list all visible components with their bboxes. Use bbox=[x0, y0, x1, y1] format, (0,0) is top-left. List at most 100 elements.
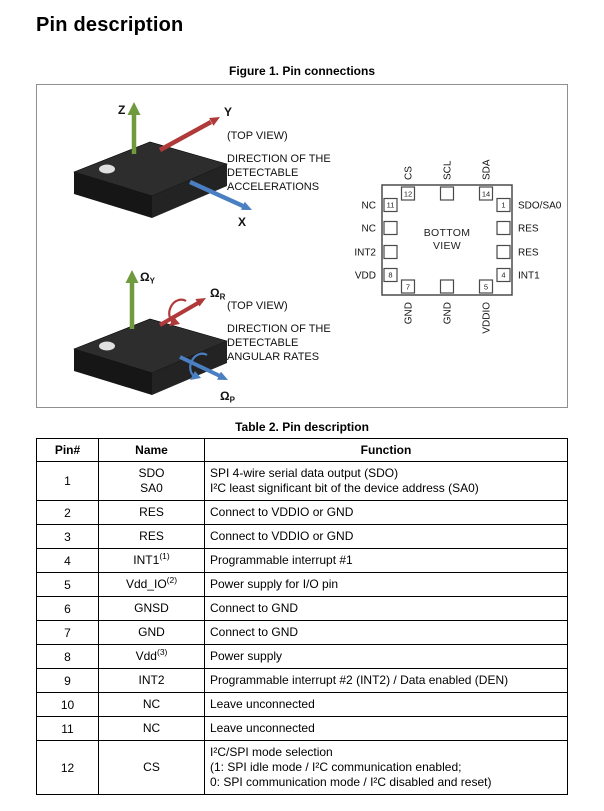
pin-function-cell: Power supply bbox=[204, 644, 568, 669]
pin-number-cell: 10 bbox=[36, 692, 99, 717]
figure-pin-connections: Z Y X (TOP VIEW) DIRECTION OF THE DETECT… bbox=[36, 84, 568, 408]
z-axis-label: Z bbox=[118, 103, 125, 117]
table-row: 7 GND Connect to GND bbox=[36, 620, 568, 645]
pin-label: INT2 bbox=[354, 248, 376, 259]
col-header-function: Function bbox=[204, 438, 568, 462]
table-header-row: Pin# Name Function bbox=[36, 438, 568, 462]
note-line: DETECTABLE bbox=[227, 167, 299, 179]
y-axis-arrow bbox=[158, 117, 220, 152]
note-line: DIRECTION OF THE bbox=[227, 323, 331, 335]
pin-pad bbox=[383, 197, 398, 213]
pin-number: 7 bbox=[406, 283, 410, 292]
col-header-pin: Pin# bbox=[36, 438, 99, 462]
pin-name-cell: RES bbox=[98, 500, 205, 525]
z-axis-arrow bbox=[127, 102, 141, 154]
pin-label: GND bbox=[404, 302, 415, 324]
pin1-marker bbox=[99, 164, 115, 174]
pin-name-text: RES bbox=[139, 505, 164, 519]
omega-r-label: ΩR bbox=[210, 286, 226, 302]
table-row: 10 NC Leave unconnected bbox=[36, 692, 568, 717]
gyro-direction-note: (TOP VIEW) DIRECTION OF THE DETECTABLE A… bbox=[227, 299, 331, 364]
x-axis-label: X bbox=[238, 215, 246, 229]
pin-number: 1 bbox=[501, 201, 505, 210]
pin-function-cell: Programmable interrupt #2 (INT2) / Data … bbox=[204, 668, 568, 693]
pin-label: SDO/SA0 bbox=[518, 201, 562, 212]
accelerometer-axes-illustration: Z Y X bbox=[73, 102, 252, 229]
pin-label: CS bbox=[404, 166, 415, 180]
pin-pad bbox=[478, 186, 494, 201]
pin-pad bbox=[400, 186, 416, 201]
pin-function-cell: Connect to VDDIO or GND bbox=[204, 500, 568, 525]
chip-body bbox=[73, 318, 228, 395]
pin-pad bbox=[478, 279, 494, 294]
chip-body bbox=[73, 141, 228, 218]
pin-name-text: GNSD bbox=[134, 601, 169, 615]
omega-y-label: ΩY bbox=[140, 270, 156, 286]
pin-name-cell: NC bbox=[98, 692, 205, 717]
pin-name-cell: GNSD bbox=[98, 596, 205, 621]
pin-label: SCL bbox=[443, 160, 454, 180]
col-header-name: Name bbox=[98, 438, 205, 462]
pin-number: 11 bbox=[387, 201, 395, 210]
pin-name-text: INT1 bbox=[133, 553, 160, 567]
pin-label: VDD bbox=[355, 271, 376, 282]
table-row: 8 Vdd(3) Power supply bbox=[36, 644, 568, 669]
omega-y-arrow bbox=[125, 270, 139, 329]
pin-name-text: Vdd_IO bbox=[125, 577, 167, 591]
accel-direction-note: (TOP VIEW) DIRECTION OF THE DETECTABLE A… bbox=[227, 129, 331, 194]
pin-number: 4 bbox=[501, 271, 505, 280]
pinout-diagram: BOTTOM VIEW 12 14 CS SCL SDA 11 8 NC NC … bbox=[354, 159, 562, 334]
pin-label: NC bbox=[362, 224, 376, 235]
pin-number: 5 bbox=[484, 283, 488, 292]
pin-name-cell: INT2 bbox=[98, 668, 205, 693]
footnote-marker: (3) bbox=[156, 647, 168, 657]
pin-pad bbox=[496, 197, 511, 213]
pin-function-cell: Connect to GND bbox=[204, 596, 568, 621]
pin-label: INT1 bbox=[518, 271, 540, 282]
pin-number-cell: 7 bbox=[36, 620, 99, 645]
pin-number-cell: 5 bbox=[36, 572, 99, 597]
pin1-marker bbox=[99, 341, 115, 351]
table-row: 3 RES Connect to VDDIO or GND bbox=[36, 524, 568, 549]
pin-number-cell: 11 bbox=[36, 716, 99, 741]
pin-number-cell: 2 bbox=[36, 500, 99, 525]
pin-name-text: NC bbox=[142, 697, 161, 711]
figure-caption: Figure 1. Pin connections bbox=[228, 64, 376, 78]
footnote-marker: (1) bbox=[159, 551, 170, 561]
pin-number-cell: 3 bbox=[36, 524, 99, 549]
pin-pad bbox=[496, 244, 511, 260]
pin-name-text: RES bbox=[139, 529, 164, 543]
pin-function-cell: I²C/SPI mode selection(1: SPI idle mode … bbox=[204, 740, 568, 795]
pin-name-cell: NC bbox=[98, 716, 205, 741]
top-view-label: (TOP VIEW) bbox=[227, 300, 288, 312]
pin-number-cell: 12 bbox=[36, 740, 99, 795]
pin-number: 8 bbox=[388, 271, 392, 280]
x-axis-arrow bbox=[189, 179, 252, 210]
pin-name-text: SDO bbox=[138, 466, 165, 480]
pin-number-cell: 8 bbox=[36, 644, 99, 669]
pin-name-text: INT2 bbox=[138, 673, 165, 687]
pin-number: 12 bbox=[404, 190, 412, 199]
table-row: 4 INT1(1) Programmable interrupt #1 bbox=[36, 548, 568, 573]
table-row: 2 RES Connect to VDDIO or GND bbox=[36, 500, 568, 525]
pin-name-cell: INT1(1) bbox=[98, 548, 205, 573]
pin-number-cell: 9 bbox=[36, 668, 99, 693]
table-caption: Table 2. Pin description bbox=[235, 420, 369, 434]
pin-number-cell: 1 bbox=[36, 461, 99, 501]
table-row: 6 GNSD Connect to GND bbox=[36, 596, 568, 621]
note-line: DIRECTION OF THE bbox=[227, 153, 331, 165]
pin-name-text: SA0 bbox=[140, 481, 163, 495]
pin-pad bbox=[383, 267, 398, 283]
table-row: 11 NC Leave unconnected bbox=[36, 716, 568, 741]
footnote-marker: (2) bbox=[166, 575, 178, 585]
pin-function-cell: Connect to GND bbox=[204, 620, 568, 645]
pin-function-cell: Leave unconnected bbox=[204, 692, 568, 717]
pin-label: GND bbox=[443, 302, 454, 324]
gyroscope-axes-illustration: ΩY ΩR ΩP bbox=[73, 270, 236, 405]
pin-number-cell: 6 bbox=[36, 596, 99, 621]
table-row: 5 Vdd_IO(2) Power supply for I/O pin bbox=[36, 572, 568, 597]
pin-label: SDA bbox=[482, 159, 493, 180]
